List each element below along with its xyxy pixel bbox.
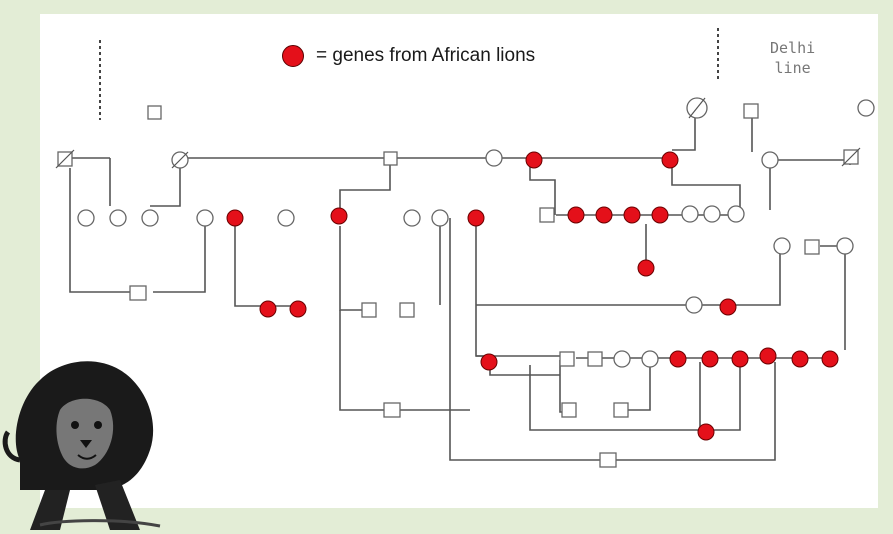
african-gene-node <box>289 300 307 318</box>
pedigree-node <box>761 151 779 169</box>
african-gene-node <box>821 350 839 368</box>
pedigree-square-node <box>599 452 617 468</box>
african-gene-node <box>480 353 498 371</box>
pedigree-node <box>681 205 699 223</box>
african-gene-node <box>226 209 244 227</box>
pedigree-open-nodes <box>55 97 875 468</box>
pedigree-square-node <box>743 103 759 119</box>
african-gene-node <box>330 207 348 225</box>
pedigree-square-node <box>129 285 147 301</box>
pedigree-node <box>77 209 95 227</box>
pedigree-lines <box>66 115 851 461</box>
african-gene-node <box>525 151 543 169</box>
african-gene-node <box>259 300 277 318</box>
pedigree-square-node <box>361 302 377 318</box>
african-gene-node <box>467 209 485 227</box>
african-gene-node <box>701 350 719 368</box>
african-gene-node <box>651 206 669 224</box>
pedigree-node <box>857 99 875 117</box>
lion-illustration <box>2 361 161 530</box>
african-gene-node <box>595 206 613 224</box>
pedigree-node <box>836 237 854 255</box>
legend: = genes from African lions <box>282 45 535 67</box>
pedigree-node <box>703 205 721 223</box>
african-gene-node <box>567 206 585 224</box>
delhi-line-label-line2: line <box>774 59 811 77</box>
pedigree-square-node <box>559 351 575 367</box>
red-circle-icon <box>282 45 304 67</box>
pedigree-square-node <box>399 302 415 318</box>
pedigree-node <box>685 296 703 314</box>
pedigree-node <box>109 209 127 227</box>
pedigree-node <box>727 205 745 223</box>
pedigree-node <box>641 350 659 368</box>
pedigree-chart-area <box>40 14 878 508</box>
african-gene-node <box>731 350 749 368</box>
pedigree-square-node <box>383 402 401 418</box>
pedigree-square-node <box>804 239 820 255</box>
african-gene-node <box>661 151 679 169</box>
pedigree-square-node <box>383 151 398 166</box>
delhi-line-label-line1: Delhi <box>770 39 816 57</box>
pedigree-square-node <box>587 351 603 367</box>
pedigree-node <box>613 350 631 368</box>
pedigree-node <box>403 209 421 227</box>
pedigree-square-node <box>613 402 629 418</box>
delhi-line-label: Delhi line <box>770 38 815 78</box>
african-gene-node <box>669 350 687 368</box>
pedigree-node <box>773 237 791 255</box>
pedigree-node <box>431 209 449 227</box>
pedigree-node <box>277 209 295 227</box>
legend-label: = genes from African lions <box>316 45 536 66</box>
pedigree-node <box>485 149 503 167</box>
african-gene-node <box>791 350 809 368</box>
african-gene-node <box>637 259 655 277</box>
african-gene-node <box>697 423 715 441</box>
pedigree-square-node <box>561 402 577 418</box>
pedigree-node <box>196 209 214 227</box>
african-gene-node <box>759 347 777 365</box>
african-gene-node <box>623 206 641 224</box>
african-gene-nodes <box>226 151 839 441</box>
pedigree-node <box>141 209 159 227</box>
african-gene-node <box>719 298 737 316</box>
founder-square-node <box>147 105 162 120</box>
pedigree-square-node <box>539 207 555 223</box>
